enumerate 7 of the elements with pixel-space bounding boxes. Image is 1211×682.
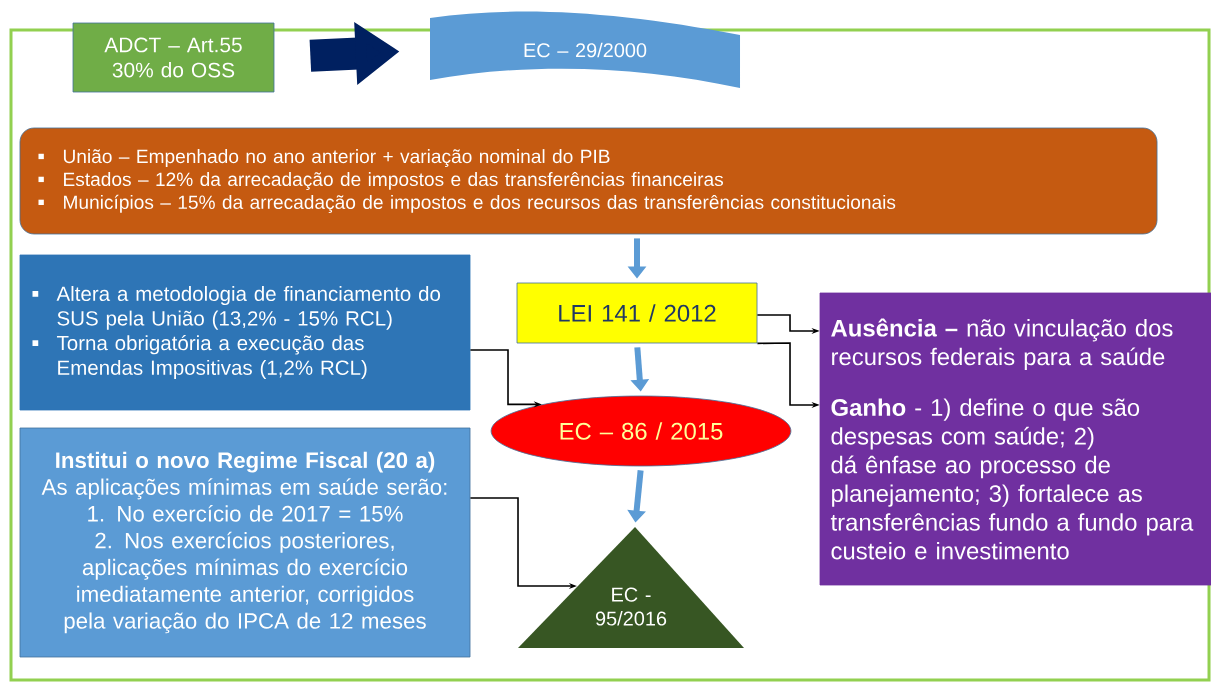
bullet-box: União – Empenhado no ano anterior + variação nominal do PIB Estados – 12% da arrecadação de impostos e das transferências financeiras Municípios – 15% da arrecadação de impostos e dos recursos das transferências constitucionais — [19, 127, 1158, 235]
law-box: LEI 141 / 2012 — [516, 282, 758, 344]
text-box: Ausência – não vinculação dos recursos federais para a saúde Ganho - 1) define o que são despesas com saúde; 2) dá ênfase ao processo de planejamento; 3) fortalece as transferências fundo a fundo para custeio e investimento — [819, 292, 1211, 586]
text-box: Institui o novo Regime Fiscal (20 a) As aplicações mínimas em saúde serão: 1. No exercício de 2017 = 15% 2. Nos exercícios posteriores, aplicações mínimas do exercício imediatamente anterior, corrigidos pela variação do IPCA de 12 meses — [19, 427, 471, 658]
amendment-triangle: EC - 95/2016 — [518, 527, 744, 648]
law-box: ADCT – Art.55 30% do OSS — [72, 22, 275, 93]
bullet-box: Altera a metodologia de financiamento do SUS pela União (13,2% - 15% RCL) Torna obrigatória a execução das Emendas Impositivas (1,2% RCL) — [19, 254, 471, 411]
